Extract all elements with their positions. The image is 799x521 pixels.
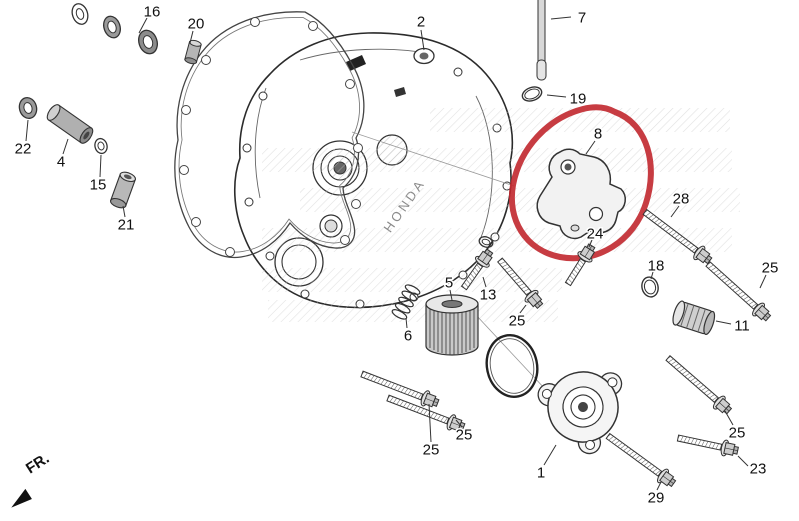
part-number-label: 2 (417, 14, 425, 31)
fr-direction-marker: FR. (11, 450, 53, 508)
part-11-cap (672, 300, 716, 336)
part-number-label: 24 (587, 226, 604, 243)
part-number-label: 28 (673, 191, 690, 208)
part-number-label: 23 (750, 461, 767, 478)
callout-leader-line (482, 276, 487, 288)
highlight-oval (508, 104, 654, 262)
part-number-labels: 16 20 2 7 19 8 22 4 15 21 28 24 18 25 5 13 25 11 6 25 25 25 1 2… (13, 2, 780, 508)
callout-leader-line (550, 16, 572, 20)
callout-leader-line (25, 119, 29, 142)
part-1-cover (537, 371, 623, 455)
part-number-label: 25 (423, 442, 440, 459)
callout-leader-line (715, 320, 732, 325)
part-number-label: 13 (480, 287, 497, 304)
part-number-label: 16 (144, 4, 161, 21)
fr-arrow-icon (11, 488, 32, 508)
part-number-label: 22 (15, 141, 32, 158)
part-4-collar (46, 104, 94, 144)
callout-leader-line (99, 154, 102, 178)
callout-leader-line (189, 30, 194, 44)
callout-leader-line (737, 455, 749, 467)
part-21-bushing (109, 171, 137, 209)
callout-leader-line (543, 444, 557, 466)
part-7-dipstick (536, 0, 547, 81)
callout-leader-line (62, 138, 69, 155)
part-22-washer (18, 96, 38, 120)
callout-leader-line (670, 205, 680, 218)
part-number-label: 19 (570, 91, 587, 108)
part-number-label: 5 (445, 275, 453, 292)
part-5-filter-rotor (425, 294, 479, 356)
part-number-label: 25 (509, 313, 526, 330)
bolt-13-washer (478, 236, 494, 248)
part-number-label: 25 (456, 427, 473, 444)
callout-leader-line (405, 317, 408, 329)
callout-leader-line (428, 403, 432, 443)
callout-leader-lines (25, 16, 767, 491)
part-15-oring (94, 137, 108, 155)
part-number-label: 18 (648, 258, 665, 275)
part-number-label: 25 (729, 425, 746, 442)
part-19-oring (521, 86, 543, 102)
callout-leader-line (588, 239, 593, 248)
part-16-seal (138, 29, 158, 55)
callout-leader-line (724, 410, 734, 426)
callout-leader-line (546, 94, 567, 98)
part-number-label: 11 (734, 318, 750, 335)
part-8-bracket (536, 148, 626, 240)
part-number-label: 21 (118, 217, 135, 234)
bolt-29 (602, 429, 679, 491)
callout-leader-line (519, 304, 527, 314)
part-number-label: 1 (537, 465, 545, 482)
cover-gasket (174, 11, 365, 259)
callout-leader-line (650, 271, 654, 280)
seal-washer-stack (71, 3, 158, 55)
part-number-label: 29 (648, 490, 665, 507)
bolt-25-lower-right (662, 351, 735, 418)
callout-leader-line (585, 140, 596, 155)
part-number-label: 20 (188, 16, 205, 33)
callout-leader-line (122, 205, 126, 218)
part-number-label: 7 (578, 10, 586, 27)
part-number-label: 25 (762, 260, 779, 277)
callout-leader-line (455, 419, 463, 428)
part-number-label: 4 (57, 154, 65, 171)
callout-leader-line (420, 29, 425, 51)
callout-leader-line (449, 289, 453, 301)
part-number-label: 8 (594, 126, 602, 143)
cover-tab (346, 55, 366, 71)
callout-leader-line (656, 481, 662, 491)
part-number-label: 15 (90, 177, 107, 194)
callout-leader-line (759, 274, 767, 289)
part-18-oring (641, 276, 659, 298)
cover-boss-2 (413, 47, 435, 65)
part-number-label: 6 (404, 328, 412, 345)
large-oring (485, 334, 539, 398)
callout-leader-line (138, 17, 148, 34)
cover-tab-small (394, 87, 406, 97)
part-20-dowel (184, 39, 202, 65)
fr-direction-label: FR. (23, 450, 53, 477)
